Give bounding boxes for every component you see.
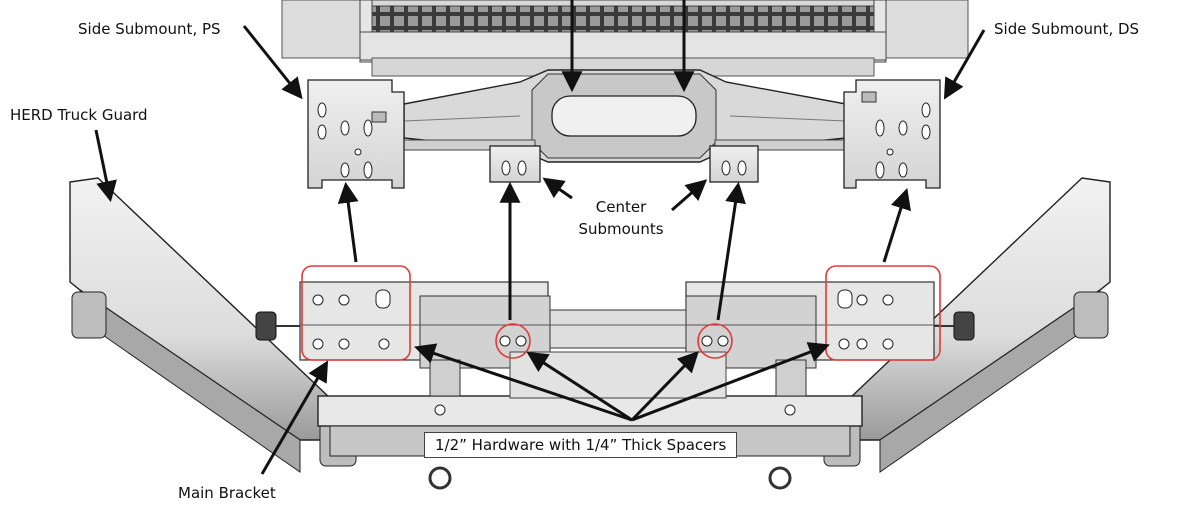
- arrow-side-submount-ds: [943, 29, 986, 100]
- label-center-submounts-line1: Center: [595, 198, 647, 216]
- arrow-main-bracket: [260, 360, 329, 475]
- label-center-submounts-line2: Submounts: [578, 220, 664, 238]
- frame-block-left: [281, 0, 361, 59]
- frame-block-right: [885, 0, 969, 59]
- tow-ring-left: [428, 466, 452, 490]
- arrow-up-right-bracket: [882, 187, 911, 263]
- side-submount-ds-plate: [843, 79, 941, 189]
- arrow-center-submounts-left: [542, 177, 573, 200]
- label-truck-guard: HERD Truck Guard: [10, 106, 148, 124]
- arrow-up-right-center: [716, 181, 746, 321]
- highlight-circle-left-hardware: [495, 323, 531, 359]
- center-submount-right: [709, 145, 759, 183]
- truck-frame: [281, 0, 969, 163]
- highlight-box-left-bracket: [301, 265, 411, 361]
- label-side-submount-ds: Side Submount, DS: [994, 20, 1140, 38]
- arrow-truck-guard: [94, 129, 117, 203]
- truck-guard-right-foot: [1073, 291, 1109, 339]
- highlight-box-right-bracket: [825, 265, 941, 361]
- label-hardware-note: 1/2” Hardware with 1/4” Thick Spacers: [424, 432, 738, 458]
- arrow-hardware-1: [414, 343, 633, 422]
- label-center-submounts: Center Submounts: [572, 198, 670, 238]
- highlight-circle-right-hardware: [697, 323, 733, 359]
- side-submount-ps-plate: [307, 79, 405, 189]
- arrow-hardware-2: [526, 351, 633, 422]
- callout-arrows: [94, 0, 986, 475]
- center-submount-left: [489, 145, 541, 183]
- tow-ring-right: [768, 466, 792, 490]
- arrow-side-submount-ps: [242, 25, 303, 100]
- cross-member-slot: [551, 95, 697, 137]
- truck-guard-left-foot: [71, 291, 107, 339]
- side-knob-right: [953, 311, 975, 341]
- arrow-center-submounts-right: [671, 179, 708, 212]
- main-bracket-assembly: [255, 281, 975, 399]
- arrow-hardware-4: [631, 342, 830, 422]
- label-main-bracket: Main Bracket: [178, 484, 276, 502]
- highlight-markers: [301, 265, 941, 361]
- label-side-submount-ps: Side Submount, PS: [78, 20, 221, 38]
- arrow-hardware-3: [630, 350, 699, 422]
- side-knob-left: [255, 311, 277, 341]
- arrow-up-left-bracket: [337, 181, 359, 263]
